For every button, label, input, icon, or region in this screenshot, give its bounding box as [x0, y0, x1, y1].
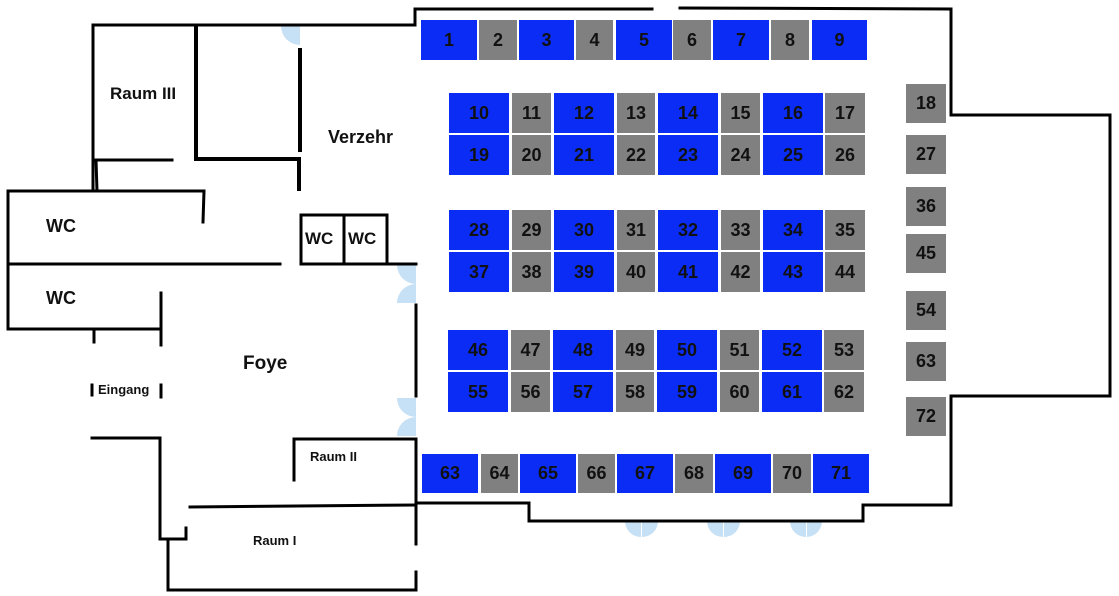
booth-12[interactable]: 12: [554, 93, 614, 133]
booth-21[interactable]: 21: [554, 135, 614, 175]
booth-25[interactable]: 25: [763, 135, 823, 175]
door-hall-bottom-2: [707, 521, 740, 537]
room-label-raum-1: Raum I: [253, 533, 297, 548]
booth-66[interactable]: 66: [578, 454, 615, 493]
booth-57[interactable]: 57: [553, 372, 613, 412]
door-hall-bottom-1: [625, 521, 658, 537]
booth-38[interactable]: 38: [512, 252, 551, 292]
booth-64[interactable]: 64: [481, 454, 518, 493]
booth-46[interactable]: 46: [448, 330, 508, 370]
booth-54[interactable]: 54: [906, 291, 946, 330]
booth-34[interactable]: 34: [763, 210, 823, 250]
booth-53[interactable]: 53: [824, 330, 864, 370]
booth-4[interactable]: 4: [576, 20, 613, 60]
booth-7[interactable]: 7: [713, 20, 769, 60]
booth-5[interactable]: 5: [616, 20, 672, 60]
booth-27[interactable]: 27: [906, 135, 946, 174]
booth-59[interactable]: 59: [657, 372, 717, 412]
booth-72[interactable]: 72: [906, 397, 946, 436]
booth-32[interactable]: 32: [658, 210, 718, 250]
booth-15[interactable]: 15: [721, 93, 760, 133]
booth-36[interactable]: 36: [906, 187, 946, 226]
room-label-foye: Foye: [243, 353, 288, 374]
booth-55[interactable]: 55: [448, 372, 508, 412]
booth-49[interactable]: 49: [616, 330, 654, 370]
booth-60[interactable]: 60: [720, 372, 759, 412]
booth-14[interactable]: 14: [658, 93, 718, 133]
booth-31[interactable]: 31: [617, 210, 655, 250]
booth-63[interactable]: 63: [422, 454, 478, 493]
booth-17[interactable]: 17: [825, 93, 865, 133]
booth-69[interactable]: 69: [715, 454, 771, 493]
booth-23[interactable]: 23: [658, 135, 718, 175]
booth-52[interactable]: 52: [762, 330, 822, 370]
booth-71[interactable]: 71: [813, 454, 869, 493]
booth-70[interactable]: 70: [773, 454, 811, 493]
booth-13[interactable]: 13: [617, 93, 655, 133]
booth-58[interactable]: 58: [616, 372, 654, 412]
booth-16[interactable]: 16: [763, 93, 823, 133]
booth-2[interactable]: 2: [479, 20, 517, 60]
booth-47[interactable]: 47: [511, 330, 550, 370]
room-label-wc-lower: WC: [46, 288, 76, 308]
booth-9[interactable]: 9: [812, 20, 867, 60]
room-label-wc-upper: WC: [46, 216, 76, 236]
booth-20[interactable]: 20: [512, 135, 551, 175]
booth-68[interactable]: 68: [675, 454, 713, 493]
room-label-wc-small-2: WC: [348, 229, 377, 248]
booth-3[interactable]: 3: [519, 20, 574, 60]
booth-11[interactable]: 11: [512, 93, 551, 133]
booth-39[interactable]: 39: [554, 252, 614, 292]
booth-65[interactable]: 65: [520, 454, 576, 493]
booth-8[interactable]: 8: [771, 20, 809, 60]
room-label-raum-2: Raum II: [310, 449, 357, 464]
door-verzehr-top: [281, 26, 300, 45]
booth-43[interactable]: 43: [763, 252, 823, 292]
booth-6[interactable]: 6: [673, 20, 711, 60]
booth-62[interactable]: 62: [824, 372, 864, 412]
room-label-wc-small-1: WC: [305, 229, 334, 248]
booth-1[interactable]: 1: [421, 20, 477, 60]
booth-50[interactable]: 50: [657, 330, 717, 370]
booth-45[interactable]: 45: [906, 234, 946, 273]
room-label-raum-3: Raum III: [110, 84, 177, 103]
booth-33[interactable]: 33: [721, 210, 760, 250]
booth-67[interactable]: 67: [617, 454, 673, 493]
booth-48[interactable]: 48: [553, 330, 613, 370]
booth-37[interactable]: 37: [449, 252, 509, 292]
booth-61[interactable]: 61: [762, 372, 822, 412]
door-hall-bottom-3: [790, 521, 822, 537]
booth-63[interactable]: 63: [906, 342, 946, 381]
booth-51[interactable]: 51: [720, 330, 759, 370]
booth-26[interactable]: 26: [825, 135, 865, 175]
booth-35[interactable]: 35: [825, 210, 865, 250]
booth-19[interactable]: 19: [449, 135, 509, 175]
door-hall-left-upper: [397, 265, 416, 303]
booth-30[interactable]: 30: [554, 210, 614, 250]
booth-56[interactable]: 56: [511, 372, 550, 412]
booth-10[interactable]: 10: [449, 93, 509, 133]
doors: [281, 26, 822, 537]
booth-42[interactable]: 42: [721, 252, 760, 292]
booth-22[interactable]: 22: [617, 135, 655, 175]
booth-18[interactable]: 18: [906, 84, 946, 123]
booth-28[interactable]: 28: [449, 210, 509, 250]
booth-41[interactable]: 41: [658, 252, 718, 292]
walls: [6, 6, 1112, 592]
booth-24[interactable]: 24: [721, 135, 760, 175]
booth-29[interactable]: 29: [512, 210, 551, 250]
booth-44[interactable]: 44: [825, 252, 865, 292]
booth-40[interactable]: 40: [617, 252, 655, 292]
door-hall-left-lower: [397, 398, 416, 436]
room-label-verzehr: Verzehr: [328, 127, 394, 147]
room-label-eingang: Eingang: [98, 382, 150, 397]
